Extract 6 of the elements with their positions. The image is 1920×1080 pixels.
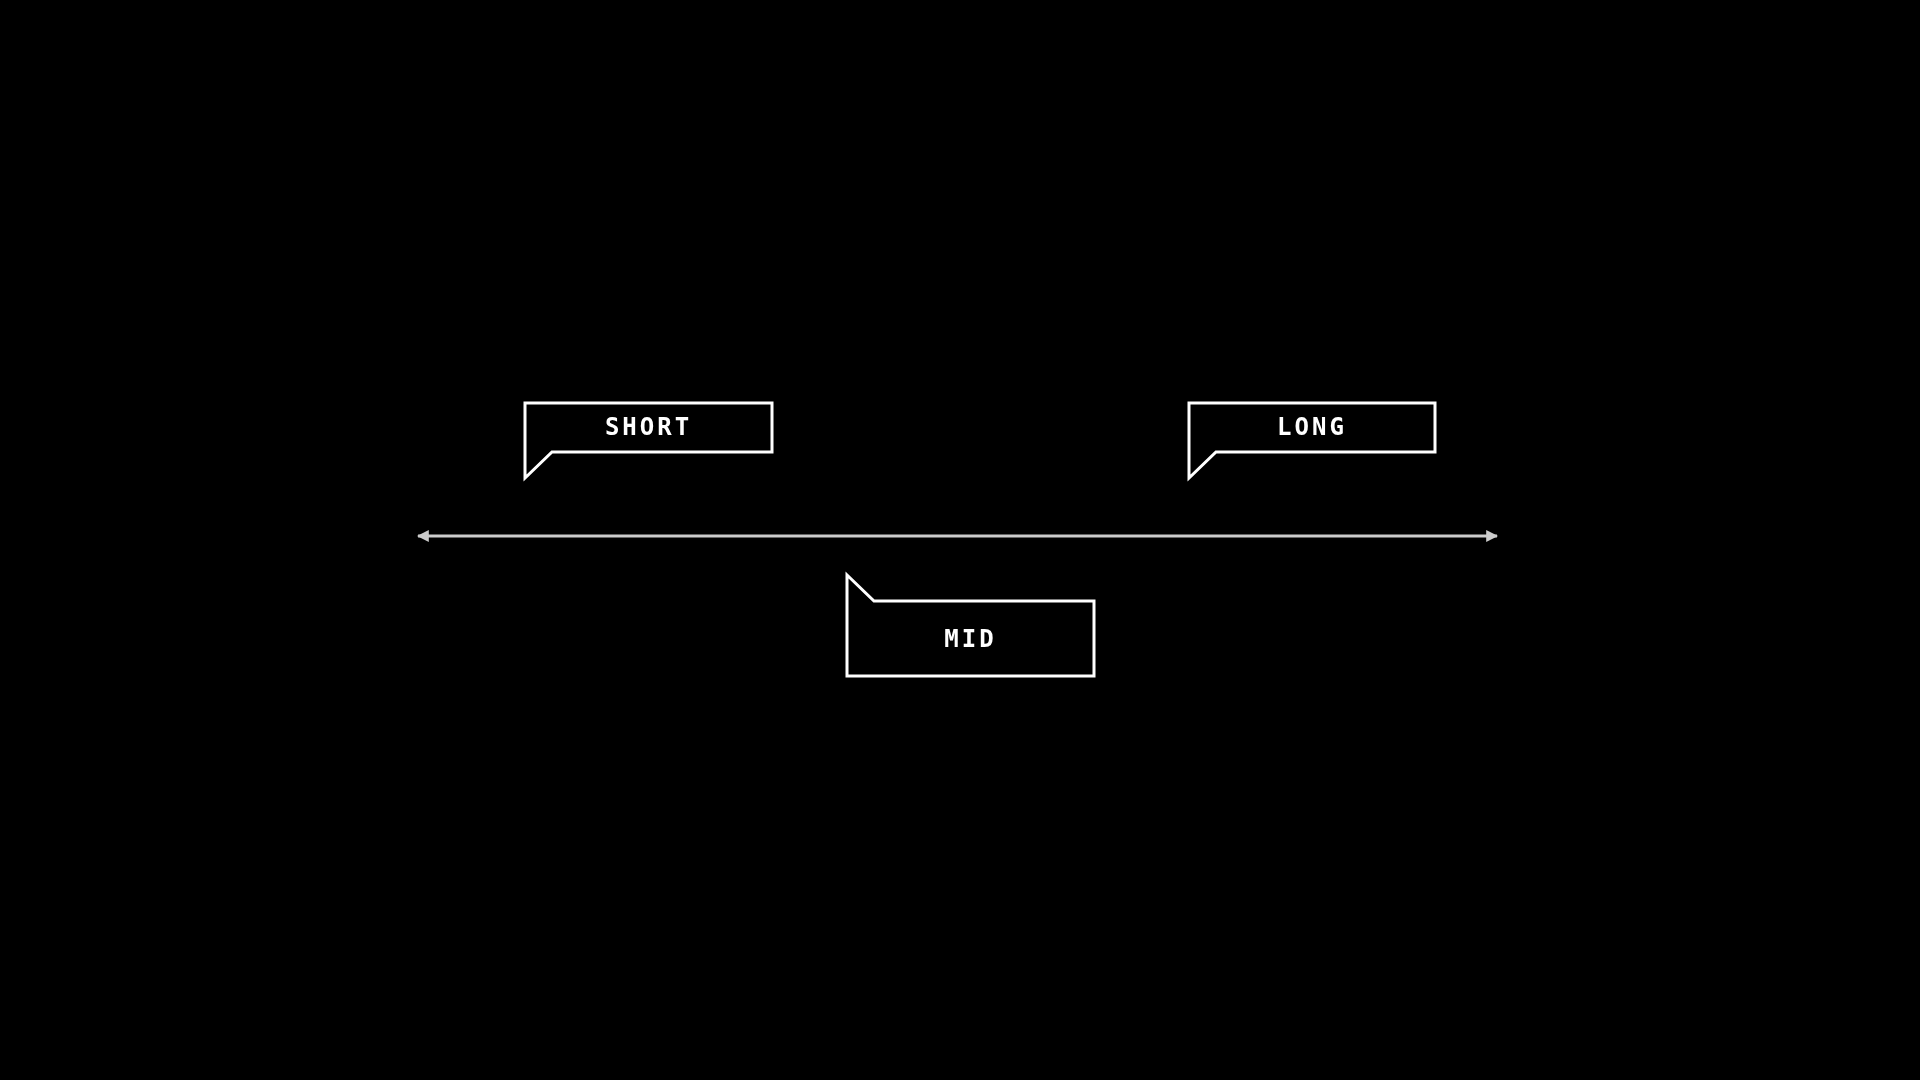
callout-text: LONG	[1276, 412, 1348, 442]
callout-text: SHORT	[603, 412, 694, 442]
speech-bubble	[1188, 402, 1436, 479]
speech-bubble	[524, 402, 773, 479]
callout-text: MID	[943, 624, 998, 654]
speech-bubble	[846, 574, 1095, 677]
